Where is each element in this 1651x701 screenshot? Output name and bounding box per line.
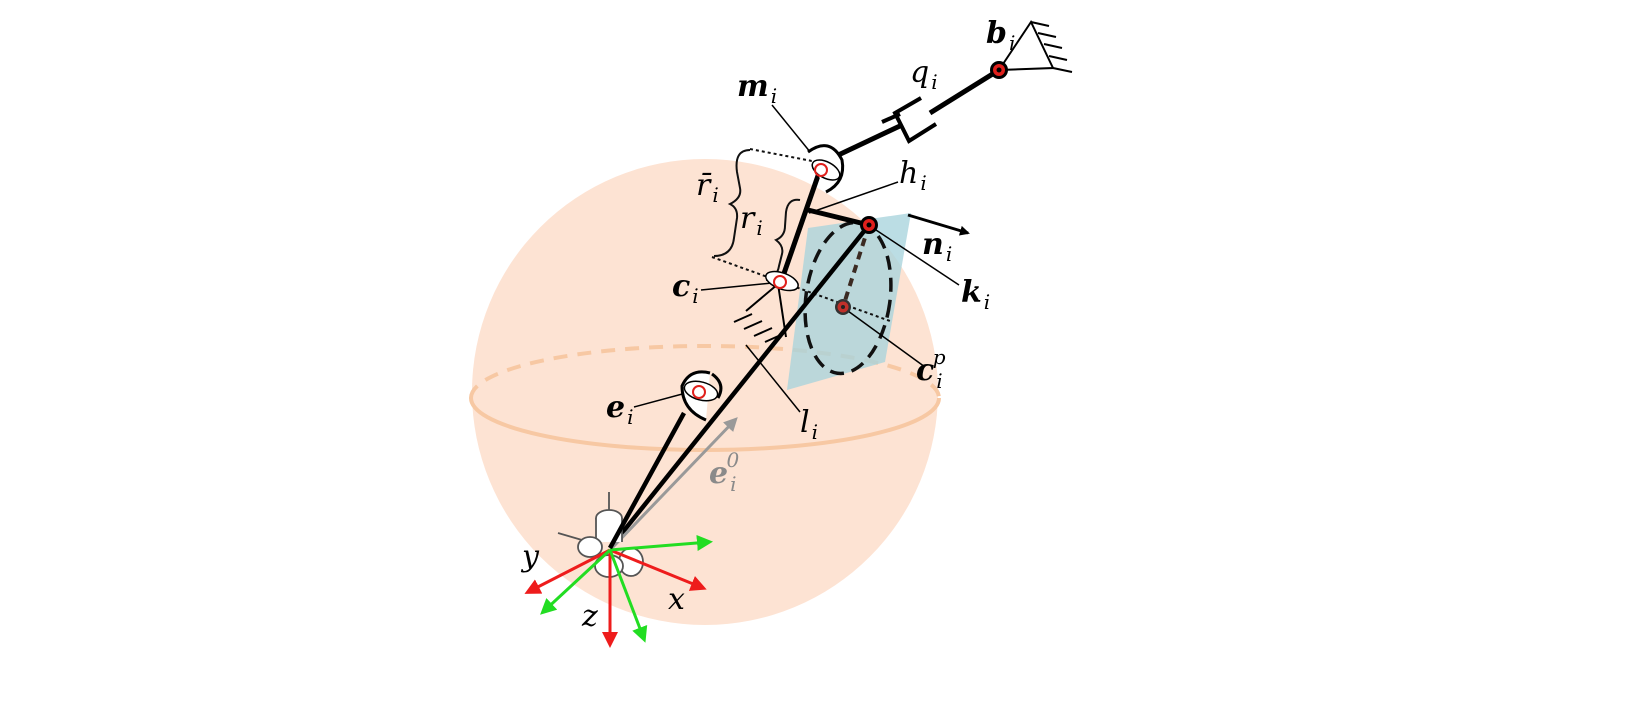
- normal-vector-n: [907, 213, 970, 236]
- prismatic-joint-symbol: [881, 96, 938, 144]
- leader-k: [875, 229, 960, 286]
- point-b: [990, 61, 1008, 79]
- label-rbar: r̄i: [696, 168, 719, 207]
- spherical-joint-e: [680, 370, 723, 422]
- label-x: x: [668, 582, 685, 617]
- circle-on-plane: [803, 220, 893, 376]
- spherical-joint-m: [807, 144, 845, 194]
- upper-dotted-line: [749, 148, 813, 162]
- leader-m: [771, 104, 816, 159]
- revolute-joint-c: [765, 270, 799, 292]
- label-y: y: [520, 539, 540, 574]
- label-z: z: [581, 599, 598, 634]
- point-cp: [835, 299, 851, 315]
- projection-line: [841, 224, 871, 308]
- actuator-link-upper: [928, 67, 1001, 116]
- frame-axes: [524, 534, 713, 648]
- link-h-k: [807, 207, 870, 228]
- link-li: [608, 223, 871, 550]
- leader-e: [633, 392, 687, 408]
- joint-axis-line: [711, 256, 891, 322]
- ground-top: [997, 19, 1073, 73]
- leader-c: [700, 282, 773, 291]
- leader-h: [808, 181, 899, 214]
- link-m-c: [778, 169, 823, 283]
- sphere-equator-back: [469, 344, 941, 399]
- vector-e0: [610, 417, 738, 550]
- leader-cp: [847, 310, 926, 368]
- link-base: [608, 411, 686, 550]
- brace-rbar: [713, 149, 751, 257]
- leader-l: [745, 344, 801, 413]
- actuator-link-lower: [830, 122, 904, 161]
- point-k: [860, 216, 878, 234]
